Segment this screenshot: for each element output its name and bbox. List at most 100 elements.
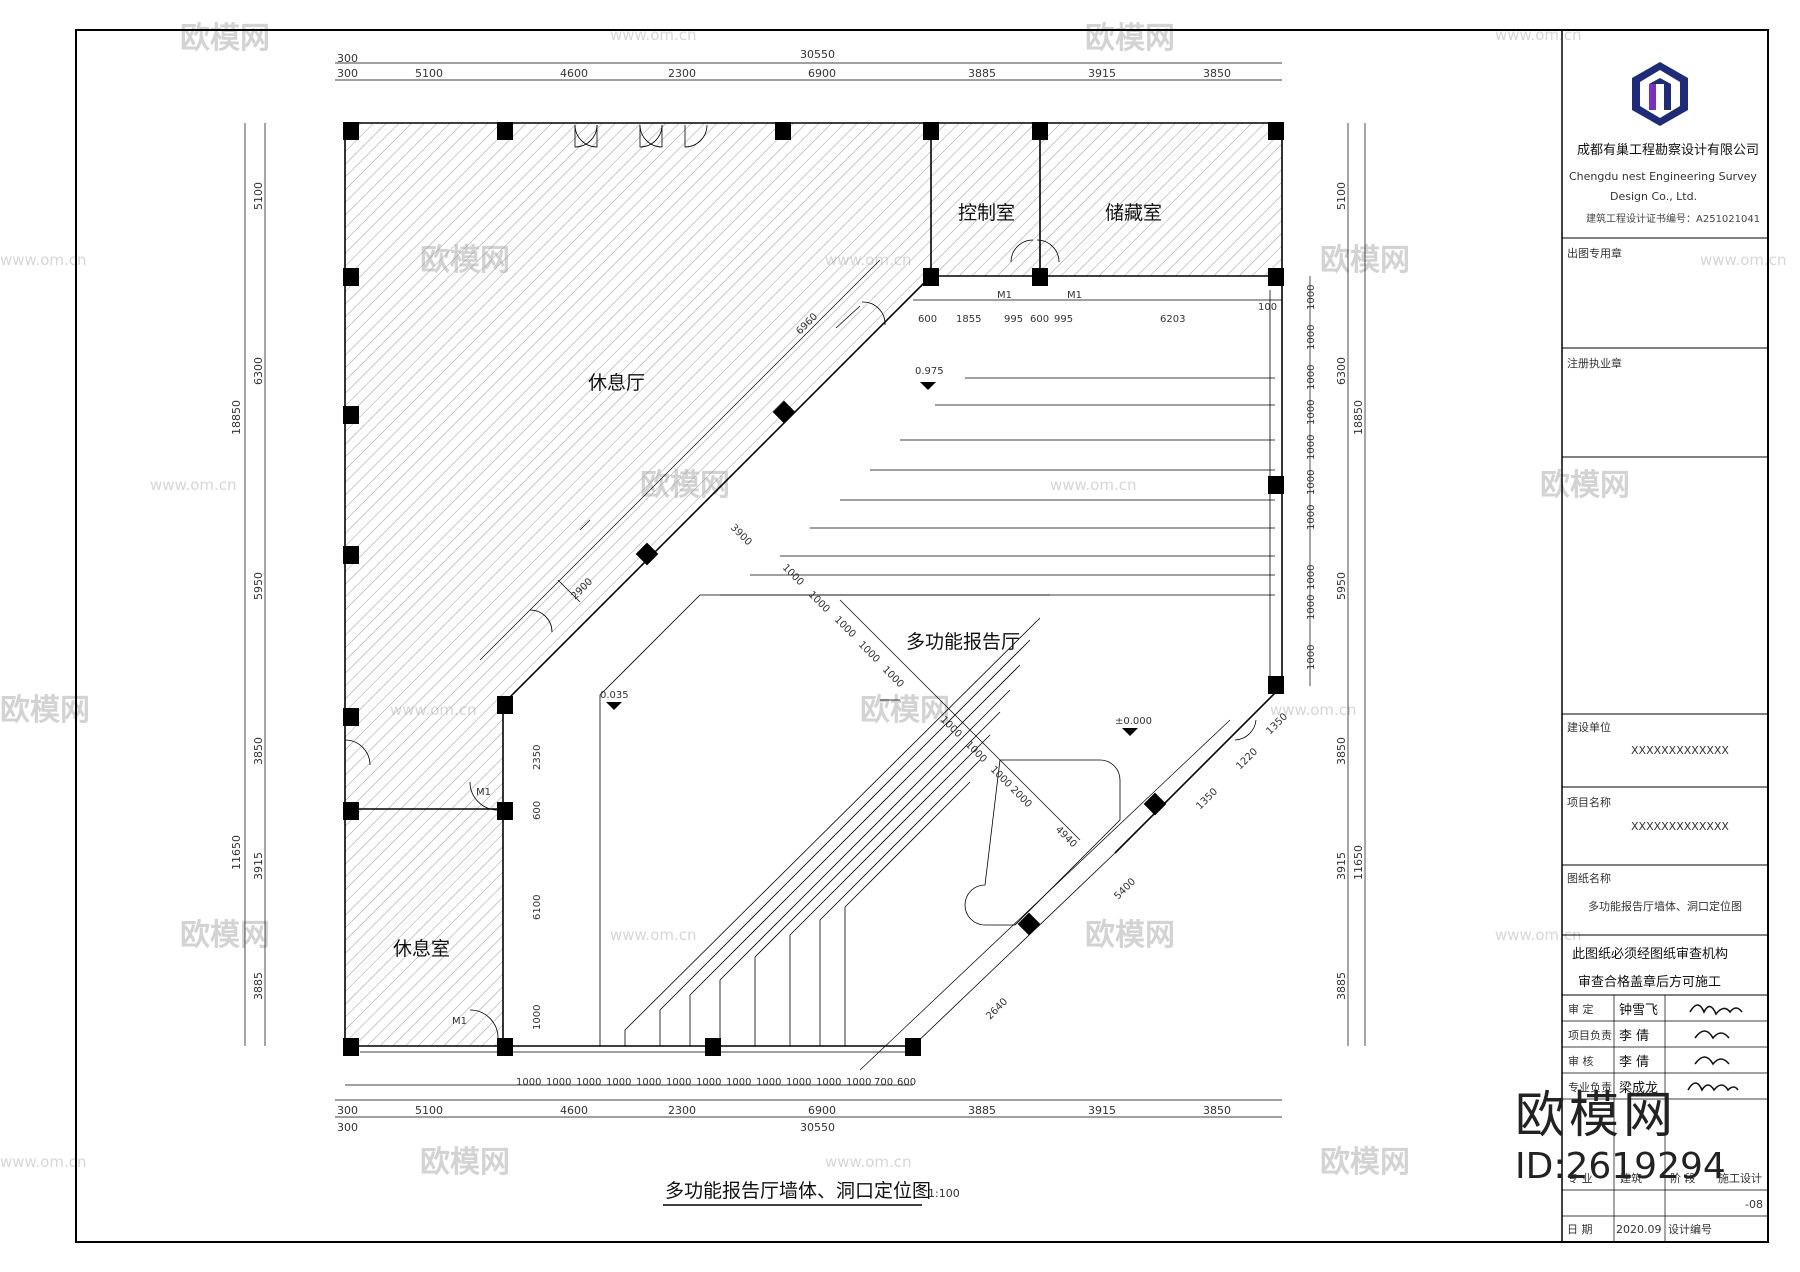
dim-right-step: 1000 [1306, 470, 1317, 495]
role-name: 梁成龙 [1619, 1081, 1658, 1096]
dim-top-total: 30550 [800, 48, 835, 61]
watermark-url: www.om.cn [610, 926, 697, 944]
dim-step: 1000 [576, 1077, 601, 1088]
signature-marks [1687, 1004, 1743, 1092]
watermark-url: www.om.cn [1270, 701, 1357, 719]
dim-left-inner: 600 [532, 801, 543, 820]
client-label: 建设单位 [1567, 720, 1611, 734]
dim-right: 5100 [1335, 182, 1348, 210]
right-dims: 18850 5100 6300 5950 3850 3915 3885 1165… [1306, 182, 1365, 1000]
watermark-url: www.om.cn [825, 1153, 912, 1171]
date-label: 日 期 [1567, 1223, 1593, 1236]
dim-right-step: 1000 [1306, 400, 1317, 425]
elevation-label: 0.975 [915, 366, 944, 377]
watermark-url: www.om.cn [0, 1153, 87, 1171]
row-label: 专 业 [1567, 1171, 1593, 1185]
dim-right-step: 1000 [1306, 565, 1317, 590]
watermark-brand: 欧模网 [1515, 1086, 1677, 1144]
license-label: 注册执业章 [1567, 356, 1622, 370]
dim-right-step: 1000 [1306, 435, 1317, 460]
room-label-storage: 储藏室 [1105, 202, 1162, 224]
watermark-url: www.om.cn [1700, 251, 1787, 269]
dim-diagonal: 1350 [1194, 786, 1220, 812]
dim-bottom: 3850 [1203, 1104, 1231, 1117]
role-name: 李 倩 [1619, 1029, 1649, 1044]
row-label: 建筑 [1620, 1171, 1642, 1185]
dim-top: 6900 [808, 67, 836, 80]
dim-inner: 1855 [956, 314, 981, 325]
dim-step: 1000 [606, 1077, 631, 1088]
watermark-text: 欧模网 [1085, 21, 1175, 56]
watermark-url: www.om.cn [1495, 926, 1582, 944]
watermark-text: 欧模网 [180, 918, 270, 953]
drawing-title: 多功能报告厅墙体、洞口定位图 [665, 1180, 931, 1202]
dim-right-step: 1000 [1306, 365, 1317, 390]
role-label: 项目负责 [1568, 1028, 1612, 1042]
notice-line-1: 此图纸必须经图纸审查机构 [1572, 947, 1728, 962]
dim-diagonal: 4940 [1053, 824, 1079, 850]
watermark-id: ID:2619294 [1515, 1146, 1726, 1187]
dim-left: 6300 [252, 357, 265, 385]
dim-diagonal: 1000 [806, 589, 832, 615]
dim-step: 1000 [696, 1077, 721, 1088]
dim-left-inner: 1000 [532, 1005, 543, 1030]
company-logo-icon [1632, 62, 1688, 126]
door-tag: M1 [452, 1016, 467, 1027]
dim-step: 1000 [846, 1077, 871, 1088]
dim-left: 5100 [252, 182, 265, 210]
dim-diagonal: 2000 [1008, 784, 1034, 810]
dim-right-total: 18850 [1352, 400, 1365, 435]
sheet-number: -08 [1745, 1198, 1763, 1211]
watermark-url: www.om.cn [150, 476, 237, 494]
dim-step: 1000 [756, 1077, 781, 1088]
design-no-label: 设计编号 [1668, 1222, 1712, 1236]
dim-right-step: 1000 [1306, 285, 1317, 310]
dim-inner: 995 [1054, 314, 1073, 325]
row-label: 施工设计 [1718, 1172, 1762, 1185]
dim-top: 3885 [968, 67, 996, 80]
watermark-text: 欧模网 [1320, 1145, 1410, 1180]
door-tag: M1 [1067, 290, 1082, 301]
client-value: XXXXXXXXXXXXX [1631, 744, 1729, 757]
dim-right: 6300 [1335, 357, 1348, 385]
dim-left: 5950 [252, 572, 265, 600]
project-label: 项目名称 [1567, 795, 1611, 809]
dim-step: 1000 [636, 1077, 661, 1088]
dim-top: 3915 [1088, 67, 1116, 80]
dim-diagonal: 1000 [988, 764, 1014, 790]
dim-bottom: 300 [337, 1121, 358, 1134]
watermark-url: www.om.cn [610, 26, 697, 44]
room-label-lecture-hall: 多功能报告厅 [906, 631, 1020, 653]
project-value: XXXXXXXXXXXXX [1631, 820, 1729, 833]
role-name: 李 倩 [1619, 1055, 1649, 1070]
room-label-rest-room: 休息室 [393, 938, 450, 960]
watermark-url: www.om.cn [0, 251, 87, 269]
dim-diagonal: 1000 [856, 639, 882, 665]
door-tag: M1 [476, 787, 491, 798]
drawing-name-value: 多功能报告厅墙体、洞口定位图 [1588, 899, 1742, 913]
door-swings [344, 124, 1257, 1039]
dim-right: 3850 [1335, 737, 1348, 765]
title-block: 成都有巢工程勘察设计有限公司 Chengdu nest Engineering … [1561, 29, 1769, 1243]
elevation-label: 0.035 [600, 690, 629, 701]
dim-inner: 6203 [1160, 314, 1185, 325]
dim-left-inner: 6100 [532, 895, 543, 920]
structural-columns [343, 122, 1284, 1056]
role-label: 审 定 [1568, 1002, 1594, 1016]
dim-diagonal: 2640 [984, 996, 1010, 1022]
dim-left-total: 18850 [230, 400, 243, 435]
dim-top: 300 [337, 67, 358, 80]
dim-right-step: 1000 [1306, 325, 1317, 350]
drawing-name-label: 图纸名称 [1567, 871, 1611, 885]
dim-left-sub: 11650 [230, 835, 243, 870]
dim-diagonal: 5400 [1112, 876, 1138, 902]
dimension-lines [244, 62, 1366, 1118]
dim-left: 3915 [252, 852, 265, 880]
company-name-en-1: Chengdu nest Engineering Survey [1569, 170, 1757, 183]
dim-top: 300 [337, 52, 358, 65]
watermark-text: 欧模网 [420, 1145, 510, 1180]
elevation-label: ±0.000 [1115, 716, 1152, 727]
dim-inner: 600 [918, 314, 937, 325]
